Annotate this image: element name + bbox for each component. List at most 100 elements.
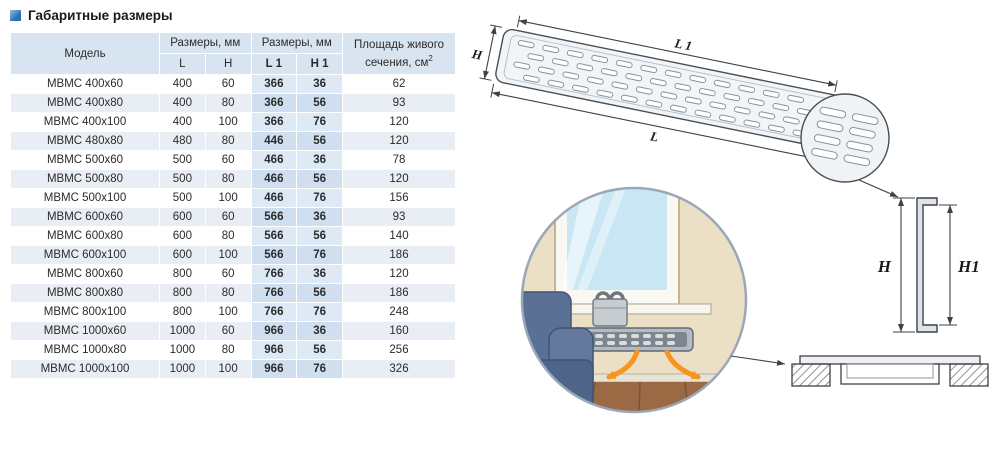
cell-area: 120 xyxy=(342,131,456,151)
cell-L1: 566 xyxy=(250,245,298,265)
cell-L: 500 xyxy=(159,150,206,170)
area-label: Площадь живого сечения, см xyxy=(353,38,445,69)
cell-H: 80 xyxy=(204,226,252,246)
cell-H1: 36 xyxy=(296,74,343,94)
cell-area: 93 xyxy=(342,93,456,113)
dimension-line-L1 xyxy=(518,19,837,87)
cell-area: 120 xyxy=(342,264,456,284)
cell-model: МВМС 800x80 xyxy=(10,283,160,303)
inset-grille-slots xyxy=(583,334,675,345)
floor xyxy=(522,382,746,412)
cell-L: 1000 xyxy=(159,340,206,360)
cell-H1: 76 xyxy=(296,302,343,322)
cell-area: 186 xyxy=(342,283,456,303)
cell-H1: 76 xyxy=(296,112,343,132)
cell-model: МВМС 400x60 xyxy=(10,74,160,94)
cell-model: МВМС 400x100 xyxy=(10,112,160,132)
cell-L: 800 xyxy=(159,302,206,322)
cell-L1: 366 xyxy=(250,74,298,94)
col-header-dims-outer: Размеры, мм xyxy=(159,32,252,54)
cell-H: 80 xyxy=(204,131,252,151)
cell-L: 500 xyxy=(159,188,206,208)
cell-H1: 76 xyxy=(296,245,343,265)
col-header-H: H xyxy=(204,53,252,75)
cell-L1: 966 xyxy=(250,321,298,341)
cell-H1: 56 xyxy=(296,93,343,113)
cell-L1: 466 xyxy=(250,188,298,208)
cell-L: 800 xyxy=(159,264,206,284)
cell-L: 1000 xyxy=(159,359,206,379)
cell-H: 60 xyxy=(204,321,252,341)
cross-section-drawing xyxy=(791,355,989,387)
section-title: Габаритные размеры xyxy=(28,8,173,23)
cell-model: МВМС 500x80 xyxy=(10,169,160,189)
cell-area: 326 xyxy=(342,359,456,379)
cell-L: 600 xyxy=(159,226,206,246)
cell-L1: 446 xyxy=(250,131,298,151)
section-header: Габаритные размеры xyxy=(10,8,458,23)
dimension-label-H1-profile: H1 xyxy=(957,257,980,276)
cell-L: 480 xyxy=(159,131,206,151)
cell-H1: 36 xyxy=(296,264,343,284)
section-bullet-icon xyxy=(10,10,21,21)
col-header-dims-inner: Размеры, мм xyxy=(250,32,343,54)
cell-area: 156 xyxy=(342,188,456,208)
installation-inset-illustration xyxy=(520,186,748,414)
side-profile-drawing: H H1 xyxy=(877,197,980,333)
cell-H: 60 xyxy=(204,74,252,94)
cell-area: 160 xyxy=(342,321,456,341)
cell-area: 120 xyxy=(342,169,456,189)
cell-model: МВМС 500x60 xyxy=(10,150,160,170)
cell-L1: 766 xyxy=(250,283,298,303)
cell-H: 80 xyxy=(204,283,252,303)
cell-model: МВМС 800x60 xyxy=(10,264,160,284)
cell-H1: 36 xyxy=(296,321,343,341)
dimension-label-L: L xyxy=(648,128,660,144)
cell-H1: 76 xyxy=(296,188,343,208)
cell-H: 80 xyxy=(204,93,252,113)
cell-model: МВМС 480x80 xyxy=(10,131,160,151)
cell-model: МВМС 600x80 xyxy=(10,226,160,246)
cell-area: 62 xyxy=(342,74,456,94)
cell-L1: 766 xyxy=(250,264,298,284)
cell-L1: 566 xyxy=(250,226,298,246)
cell-model: МВМС 400x80 xyxy=(10,93,160,113)
cell-H: 100 xyxy=(204,359,252,379)
cell-area: 78 xyxy=(342,150,456,170)
technical-drawings: L 1 L H xyxy=(470,15,989,414)
cell-model: МВМС 600x100 xyxy=(10,245,160,265)
cell-H1: 56 xyxy=(296,131,343,151)
table-header: Модель Размеры, мм Размеры, мм Площадь ж… xyxy=(10,32,456,75)
cell-L1: 466 xyxy=(250,169,298,189)
cell-L1: 566 xyxy=(250,207,298,227)
cell-H: 60 xyxy=(204,264,252,284)
cell-H1: 36 xyxy=(296,207,343,227)
detail-slots xyxy=(811,106,879,167)
cell-area: 186 xyxy=(342,245,456,265)
cell-H1: 76 xyxy=(296,359,343,379)
cell-L1: 966 xyxy=(250,340,298,360)
cell-model: МВМС 1000x80 xyxy=(10,340,160,360)
cell-L1: 766 xyxy=(250,302,298,322)
cell-H: 80 xyxy=(204,340,252,360)
leader-arrow-to-profile-icon xyxy=(858,179,899,198)
cell-H1: 36 xyxy=(296,150,343,170)
cell-model: МВМС 600x60 xyxy=(10,207,160,227)
cell-area: 93 xyxy=(342,207,456,227)
cell-H1: 56 xyxy=(296,340,343,360)
